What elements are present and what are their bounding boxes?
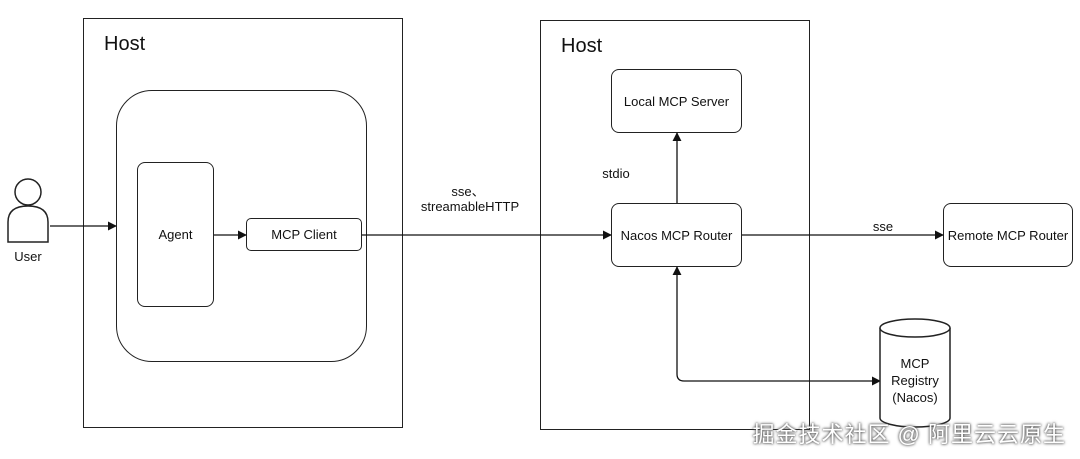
edge-label-sse-line1: sse、 xyxy=(451,184,485,199)
agent-node[interactable]: Agent xyxy=(137,162,214,307)
host-right-title: Host xyxy=(561,35,603,57)
remote-mcp-router-label: Remote MCP Router xyxy=(947,227,1069,243)
edge-label-sse-line2: streamableHTTP xyxy=(420,199,520,214)
agent-label: Agent xyxy=(158,227,193,242)
remote-mcp-router-node[interactable]: Remote MCP Router xyxy=(943,203,1073,267)
host-left-title: Host xyxy=(104,33,146,55)
watermark: 掘金技术社区 @ 阿里云云原生 xyxy=(752,422,1066,447)
nacos-mcp-router-node[interactable]: Nacos MCP Router xyxy=(611,203,742,267)
local-mcp-server-node[interactable]: Local MCP Server xyxy=(611,69,742,133)
local-mcp-server-label: Local MCP Server xyxy=(623,93,730,109)
edge-label-sse-remote: sse xyxy=(872,219,894,234)
mcp-client-label: MCP Client xyxy=(271,227,337,242)
user-icon xyxy=(7,178,49,243)
registry-label: MCP Registry (Nacos) xyxy=(891,356,939,405)
nacos-mcp-router-label: Nacos MCP Router xyxy=(620,227,733,243)
user-label: User xyxy=(14,249,42,264)
mcp-client-node[interactable]: MCP Client xyxy=(246,218,362,251)
edge-label-stdio: stdio xyxy=(602,166,630,181)
